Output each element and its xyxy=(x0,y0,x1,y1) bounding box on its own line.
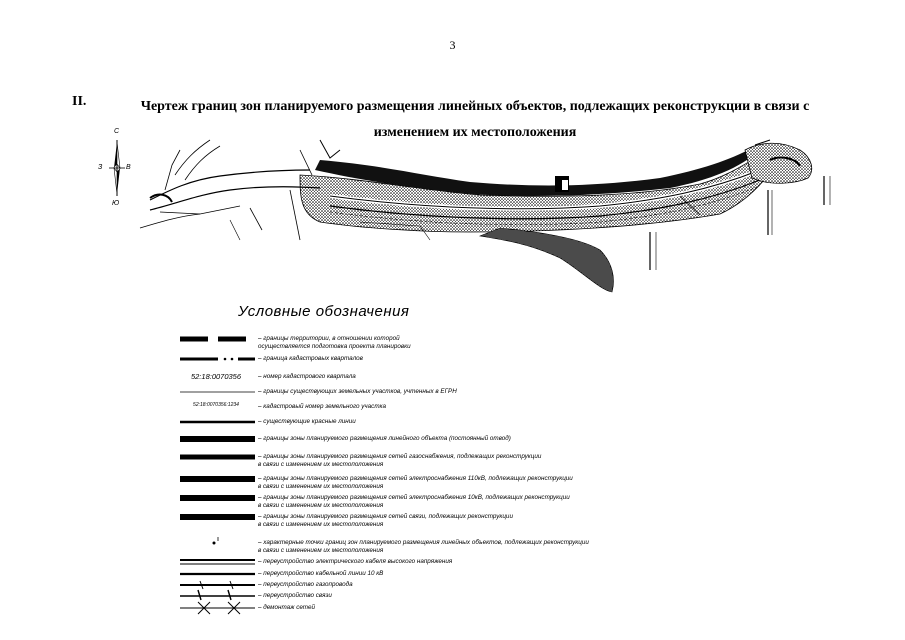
legend-symbol-comm-line xyxy=(180,589,255,601)
legend-text-hv-cable: – переустройство электрического кабеля в… xyxy=(258,558,453,565)
legend-title: Условные обозначения xyxy=(238,303,410,320)
legend-symbol-characteristic-point xyxy=(212,537,219,545)
legend-text-parcel-boundary: – границы существующих земельных участко… xyxy=(258,388,457,395)
legend-text-10kv-zone: – границы зоны планируемого размещения с… xyxy=(258,494,570,509)
legend-symbol-gas-pipeline xyxy=(180,580,255,590)
legend-text-territory: – границы территории, в отношении которо… xyxy=(258,335,411,350)
legend-text-red-lines: – существующие красные линии xyxy=(258,418,356,425)
legend-symbol-dismantle xyxy=(180,601,255,615)
legend-code-quarter: 52:18:0070356 xyxy=(190,372,242,381)
legend-symbol-quarter-boundary xyxy=(180,357,255,361)
legend-text-comm-line: – переустройство связи xyxy=(258,592,332,599)
compass-east-label: В xyxy=(126,164,131,171)
legend-text-permanent-zone: – границы зоны планируемого размещения л… xyxy=(258,435,511,442)
legend-text-parcel-number: – кадастровый номер земельного участка xyxy=(258,403,387,410)
compass-south-label: Ю xyxy=(112,200,120,207)
site-plan-drawing xyxy=(139,139,831,293)
legend-text-gas-pipeline: – переустройство газопровода xyxy=(258,581,353,588)
legend-text-110kv-zone: – границы зоны планируемого размещения с… xyxy=(258,475,573,490)
legend-text-10kv-cable: – переустройство кабельной линии 10 кВ xyxy=(258,570,384,577)
legend-text-comm-zone: – границы зоны планируемого размещения с… xyxy=(258,513,513,528)
legend-text-characteristic-points: – характерные точки границ зон планируем… xyxy=(258,539,589,554)
compass-west-label: З xyxy=(98,164,103,171)
legend-text-quarter-number: – номер кадастрового квартала xyxy=(258,373,356,380)
legend-code-parcel: 52:18:0070356:1234 xyxy=(193,402,239,408)
legend-symbol-hv-cable xyxy=(180,559,255,565)
page-number: 3 xyxy=(449,38,456,52)
compass-rose-icon xyxy=(109,140,125,196)
section-number: II. xyxy=(72,94,87,109)
section-title: Чертеж границ зон планируемого размещени… xyxy=(140,99,810,140)
legend-text-gas-zone: – границы зоны планируемого размещения с… xyxy=(258,453,542,468)
compass-north-label: С xyxy=(114,128,120,135)
legend-text-dismantle: – демонтаж сетей xyxy=(258,604,316,611)
legend-text-quarter-boundary: – граница кадастровых кварталов xyxy=(258,355,363,362)
